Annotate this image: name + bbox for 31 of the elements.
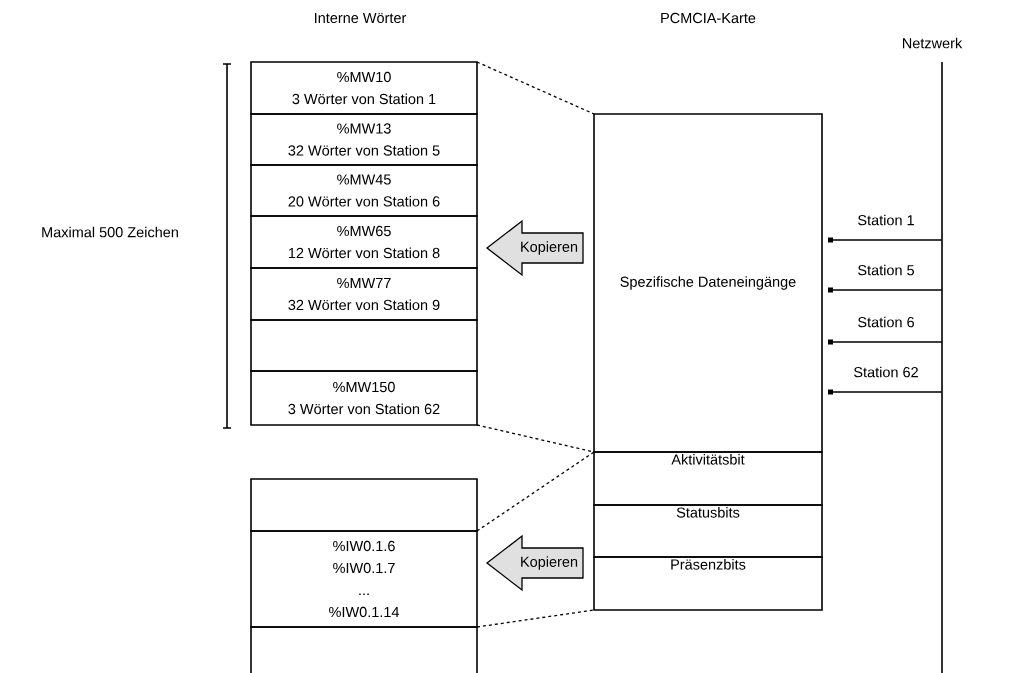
memory-cell: %IW0.1.6 %IW0.1.7 ... %IW0.1.14 bbox=[250, 530, 478, 628]
memory-cell: %MW45 20 Wörter von Station 6 bbox=[250, 164, 478, 217]
memory-cell: %MW150 3 Wörter von Station 62 bbox=[250, 370, 478, 426]
column-heading: PCMCIA-Karte bbox=[661, 12, 756, 24]
edge-label: Station 5 bbox=[856, 263, 916, 277]
empty-cell bbox=[250, 319, 478, 372]
station-line bbox=[828, 237, 943, 243]
column-heading: Interne Wörter bbox=[315, 12, 407, 24]
node-label: Netzwerk bbox=[902, 37, 963, 49]
zoom-line bbox=[476, 61, 595, 115]
memory-cell: %MW13 32 Wörter von Station 5 bbox=[250, 113, 478, 166]
edge-label: Station 62 bbox=[852, 365, 920, 379]
edge-label: Station 6 bbox=[856, 315, 916, 329]
empty-cell bbox=[250, 478, 478, 532]
bit-band: Aktivitätsbit bbox=[593, 451, 823, 506]
empty-cell bbox=[250, 626, 478, 673]
station-line bbox=[828, 389, 943, 395]
memory-cell: %MW77 32 Wörter von Station 9 bbox=[250, 267, 478, 321]
data-area-box: Spezifische Dateneingänge bbox=[593, 113, 823, 453]
bit-band: Statusbits bbox=[593, 504, 823, 558]
station-line bbox=[828, 287, 943, 293]
memory-cell: %MW65 12 Wörter von Station 8 bbox=[250, 215, 478, 269]
edge-label: Kopieren bbox=[519, 555, 580, 571]
zoom-line bbox=[476, 609, 595, 628]
zoom-line bbox=[476, 451, 595, 532]
station-line bbox=[828, 339, 943, 345]
memory-cell: %MW10 3 Wörter von Station 1 bbox=[250, 61, 478, 115]
edge-label: Station 1 bbox=[856, 213, 916, 227]
bit-band: Präsenzbits bbox=[593, 556, 823, 611]
bracket-label: Maximal 500 Zeichen bbox=[42, 226, 178, 238]
edge-label: Kopieren bbox=[519, 240, 580, 256]
